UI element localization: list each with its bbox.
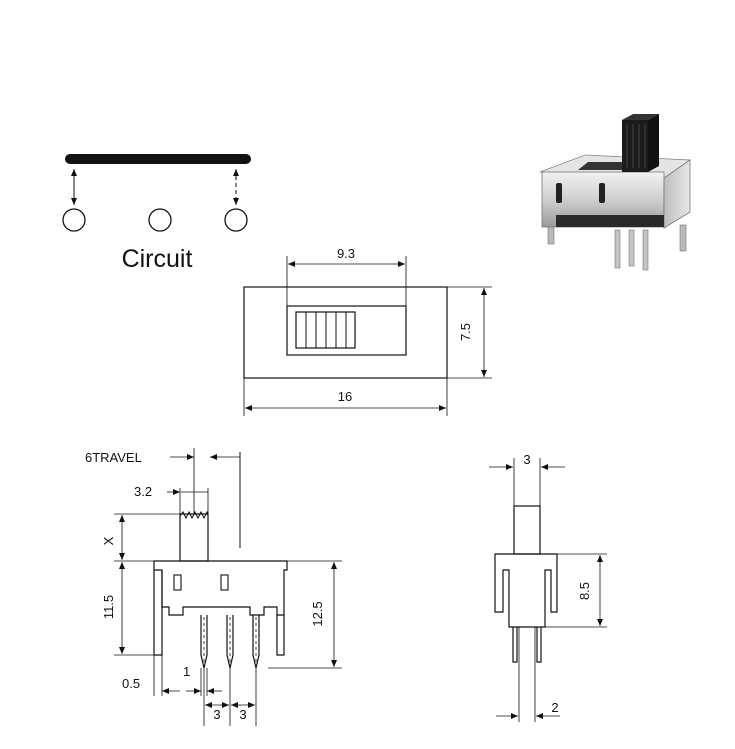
switch-photo [539,114,692,271]
side-view: 3 2 8.5 [489,452,607,722]
circuit-label: Circuit [122,245,193,273]
terminal-right [224,208,248,232]
dim-top-width: 16 [338,389,352,404]
slider-window [286,305,407,356]
dim-pitch-left: 3 [213,707,220,722]
dim-travel: 6TRAVEL [85,450,142,465]
dim-lead-offset: 0.5 [122,676,140,691]
top-view-outline [243,286,448,379]
dim-side-actuator-width: 3 [523,452,530,467]
front-view: 6TRAVEL 3.2 X 11.5 12.5 0.5 1 [85,448,342,726]
actuator [179,513,209,562]
dim-pitch-right: 3 [239,707,246,722]
dim-slider-window: 9.3 [337,246,355,261]
dim-actuator-width: 3.2 [134,484,152,499]
terminal-center [148,208,172,232]
dim-body-height: 11.5 [101,595,116,619]
dim-lead-width: 1 [183,664,190,679]
circuit-diagram: Circuit [62,154,251,273]
dim-actuator-height: X [101,536,116,545]
side-body [494,553,558,628]
top-view: 9.3 7.5 16 [243,246,492,416]
terminal-left [62,208,86,232]
dim-side-body-height: 8.5 [577,582,592,600]
dim-side-lead-width: 2 [551,700,558,715]
side-actuator [513,505,541,555]
dim-top-height: 7.5 [458,323,473,341]
dim-total-height: 12.5 [310,601,325,626]
